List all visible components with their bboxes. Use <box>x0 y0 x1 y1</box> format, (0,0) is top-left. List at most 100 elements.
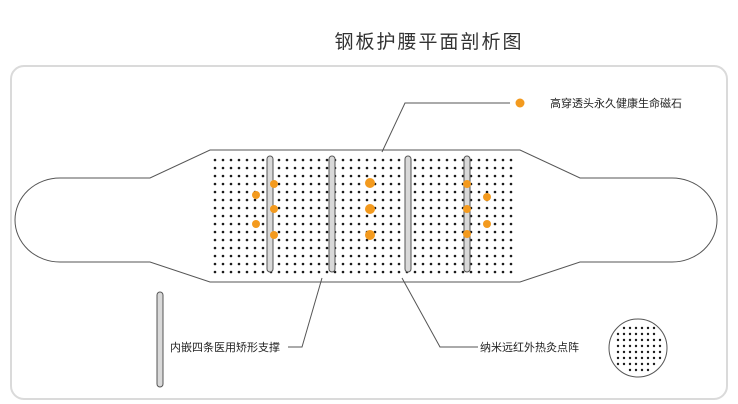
heat-dot <box>437 246 441 250</box>
heat-dot <box>237 158 241 162</box>
heat-dot <box>293 214 297 218</box>
heat-dot <box>245 254 249 258</box>
heat-dot <box>421 262 425 266</box>
heat-dot <box>253 254 257 258</box>
heat-dot <box>421 182 425 186</box>
far-infrared-label: 纳米远红外热灸点阵 <box>478 339 581 355</box>
heat-dot <box>389 174 393 178</box>
heat-dot <box>325 166 329 170</box>
legend-heat-dot <box>622 356 626 360</box>
heat-dot <box>221 174 225 178</box>
heat-dot <box>237 214 241 218</box>
heat-dot <box>301 158 305 162</box>
heat-dot <box>429 270 433 274</box>
heat-dot <box>381 230 385 234</box>
heat-dot <box>317 214 321 218</box>
heat-dot <box>389 246 393 250</box>
heat-dot <box>213 174 217 178</box>
heat-dot <box>213 206 217 210</box>
heat-dot <box>381 214 385 218</box>
heat-dot <box>341 158 345 162</box>
heat-dot <box>429 246 433 250</box>
heat-dot <box>493 270 497 274</box>
heat-dot <box>213 198 217 202</box>
heat-dot <box>437 206 441 210</box>
heat-dot <box>501 254 505 258</box>
heat-dot <box>293 190 297 194</box>
heat-dot <box>293 230 297 234</box>
heat-dot <box>429 182 433 186</box>
heat-dot <box>245 206 249 210</box>
heat-dot <box>221 238 225 242</box>
heat-dot <box>501 262 505 266</box>
magnet-legend-icon <box>515 98 525 108</box>
heat-dot <box>285 206 289 210</box>
magnet-label: 高穿透头永久健康生命磁石 <box>548 95 684 111</box>
heat-dot <box>389 190 393 194</box>
heat-dot <box>485 270 489 274</box>
steel-label: 内嵌四条医用矫形支撑 <box>168 339 282 355</box>
heat-dot <box>341 238 345 242</box>
heat-dot <box>373 158 377 162</box>
heat-dot <box>437 262 441 266</box>
heat-dot <box>245 158 249 162</box>
heat-dot <box>277 270 281 274</box>
legend-heat-dot <box>622 326 626 330</box>
heat-dot <box>421 174 425 178</box>
heat-dot <box>397 190 401 194</box>
steel-leader-line <box>288 277 323 348</box>
legend-heat-dot <box>652 356 656 360</box>
heat-dot <box>325 254 329 258</box>
heat-dot <box>509 166 513 170</box>
heat-dot <box>429 190 433 194</box>
heat-dot <box>485 182 489 186</box>
heat-dot <box>229 174 233 178</box>
heat-dot <box>341 190 345 194</box>
legend-heat-dot <box>622 332 626 336</box>
heat-dot <box>365 254 369 258</box>
heat-dot <box>277 254 281 258</box>
heat-dot <box>389 166 393 170</box>
heat-dot <box>373 166 377 170</box>
heat-dot <box>221 270 225 274</box>
legend-heat-dot <box>640 368 644 372</box>
heat-dot <box>429 214 433 218</box>
magnet-dot <box>252 220 260 228</box>
heat-dot <box>373 238 377 242</box>
heat-dot <box>301 206 305 210</box>
heat-dot <box>325 214 329 218</box>
heat-dot <box>229 190 233 194</box>
heat-dot <box>421 254 425 258</box>
heat-dot <box>365 158 369 162</box>
heat-dot <box>285 262 289 266</box>
heat-dot <box>389 222 393 226</box>
heat-dot <box>293 158 297 162</box>
heat-dot <box>413 230 417 234</box>
heat-dot <box>221 190 225 194</box>
heat-dot <box>245 246 249 250</box>
magnet-dot <box>270 205 278 213</box>
heat-dot <box>413 270 417 274</box>
heat-dot <box>349 270 353 274</box>
heat-dot <box>365 174 369 178</box>
heat-dot <box>213 254 217 258</box>
heat-dot <box>453 206 457 210</box>
magnet-dot <box>365 230 375 240</box>
heat-dot <box>213 214 217 218</box>
heat-dot <box>445 270 449 274</box>
legend-heat-dot <box>634 356 638 360</box>
heat-dot <box>221 198 225 202</box>
heat-dot <box>509 270 513 274</box>
heat-dot <box>381 182 385 186</box>
heat-dot <box>261 246 265 250</box>
heat-dot <box>413 182 417 186</box>
heat-dot <box>485 254 489 258</box>
heat-dot <box>293 246 297 250</box>
heat-dot <box>285 230 289 234</box>
heat-dot <box>221 182 225 186</box>
heat-dot <box>413 158 417 162</box>
heat-dot <box>245 198 249 202</box>
legend-heat-dot <box>616 344 620 348</box>
heat-dot <box>301 246 305 250</box>
heat-dot <box>389 158 393 162</box>
